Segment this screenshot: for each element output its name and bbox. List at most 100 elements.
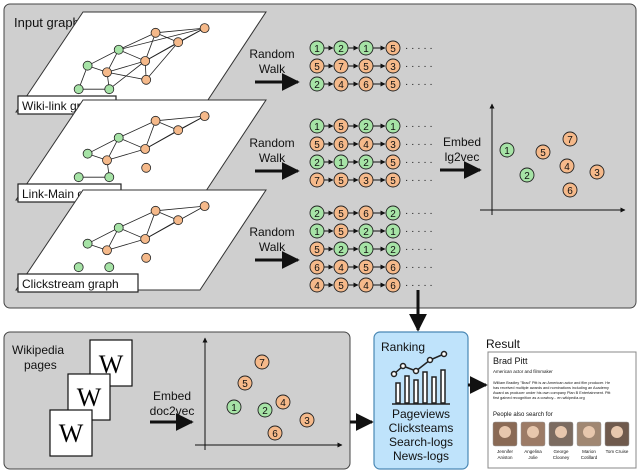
- graph-edge: [177, 115, 205, 131]
- person-name-line1[interactable]: Jennifer: [497, 449, 514, 454]
- walk-ellipsis: · · · · ·: [405, 61, 433, 72]
- embedding-point: [267, 425, 283, 441]
- walk-node: [333, 40, 349, 56]
- graph-edge: [118, 210, 156, 229]
- embedding-point-label: 1: [231, 403, 237, 414]
- embedding-point-label: 2: [524, 171, 530, 182]
- graph-edge: [87, 137, 119, 155]
- graph-node: [140, 234, 151, 244]
- walk-node-label: 2: [338, 245, 344, 256]
- person-name-line2[interactable]: Clooney: [553, 455, 570, 460]
- walk-node-label: 5: [390, 80, 396, 91]
- embed-lg2vec-label: Embed lg2vec: [440, 135, 482, 179]
- wikipedia-pages-title-line2: pages: [24, 358, 57, 372]
- graph-node: [140, 144, 151, 154]
- walk-node: [358, 154, 374, 170]
- graph-edge: [145, 41, 179, 81]
- walk-node: [385, 40, 401, 56]
- walk-node: [309, 172, 325, 188]
- walk-node-label: 5: [363, 263, 369, 274]
- graph-layer-clickstream: Clickstream graph: [15, 189, 267, 293]
- people-also-search-title: People also search for: [493, 412, 553, 418]
- graph-node: [199, 201, 210, 212]
- walk-node-label: 3: [390, 62, 396, 73]
- person-name-line2[interactable]: Jolie: [528, 455, 538, 460]
- embedding-point: [226, 399, 242, 415]
- graph-node: [82, 148, 93, 159]
- walk-node: [333, 58, 349, 74]
- embedding-point-label: 7: [259, 358, 265, 369]
- walk-node: [333, 241, 349, 257]
- result-card-name: Brad Pitt: [493, 356, 528, 366]
- walk-node-label: 2: [363, 227, 369, 238]
- graph-edge: [106, 148, 146, 161]
- walk-node: [333, 205, 349, 221]
- person-name-line1[interactable]: George: [553, 449, 569, 454]
- graph-node: [199, 23, 210, 34]
- graph-node: [141, 252, 152, 263]
- doc-icon-2: W: [77, 383, 102, 412]
- embedding-point: [519, 167, 535, 183]
- embedding-point-label: 3: [304, 416, 310, 427]
- walk-node: [333, 223, 349, 239]
- graph-edge: [118, 120, 156, 139]
- walk-node-label: 6: [390, 281, 396, 292]
- walk-node: [385, 241, 401, 257]
- person-name-line1[interactable]: Marion: [582, 449, 596, 454]
- doc-icon-3: W: [59, 419, 84, 448]
- embedding-point-label: 6: [272, 429, 278, 440]
- walk-ellipsis: · · · · ·: [405, 208, 433, 219]
- doc2vec-embedding-axes: [195, 337, 343, 450]
- walk-node-label: 6: [363, 209, 369, 220]
- walk-node: [358, 40, 374, 56]
- walk-node: [385, 172, 401, 188]
- walk-node: [358, 118, 374, 134]
- graph-node: [173, 125, 184, 136]
- ranking-signal: Clicksteams: [389, 421, 454, 435]
- graph-node: [102, 155, 112, 166]
- graph-node: [82, 60, 93, 71]
- walk-node-label: 6: [363, 80, 369, 91]
- graph-node: [199, 111, 210, 121]
- walk-node-label: 1: [314, 44, 320, 55]
- svg-text:Random: Random: [249, 47, 294, 61]
- person-name-line2[interactable]: Cotillard: [581, 455, 598, 460]
- ranking-signal: News-logs: [393, 449, 449, 463]
- wikipedia-pages-title-line1: Wikipedia: [12, 343, 64, 357]
- input-graphs-title: Input graphs: [14, 15, 87, 30]
- person-name-line1[interactable]: Angelina: [524, 449, 542, 454]
- walk-node-label: 6: [314, 263, 320, 274]
- walk-node: [385, 205, 401, 221]
- svg-text:doc2vec: doc2vec: [150, 404, 195, 418]
- embedding-point-label: 2: [262, 406, 268, 417]
- walk-node: [309, 154, 325, 170]
- graph-node: [150, 27, 161, 38]
- graph-node: [141, 74, 152, 85]
- person-name-line1[interactable]: Tom Cruise: [606, 449, 629, 454]
- embedding-point: [562, 131, 578, 147]
- walk-node-label: 4: [363, 281, 369, 292]
- walk-node: [358, 76, 374, 92]
- walk-node: [385, 136, 401, 152]
- person-name-line2[interactable]: Aniston: [497, 455, 513, 460]
- walk-node: [309, 223, 325, 239]
- walk-ellipsis: · · · · ·: [405, 280, 433, 291]
- walk-node-label: 5: [338, 281, 344, 292]
- walk-node-label: 2: [390, 209, 396, 220]
- graph-edge: [106, 60, 146, 73]
- result-card-text-2: has received multiple awards and nominat…: [493, 386, 609, 390]
- walk-node: [333, 154, 349, 170]
- ranking-chart-icon: [390, 350, 450, 405]
- walk-node-label: 1: [390, 227, 396, 238]
- walk-node: [309, 58, 325, 74]
- result-card-text-3: Award as producer under his own company …: [493, 391, 611, 395]
- walk-node-label: 2: [390, 245, 396, 256]
- svg-text:Embed: Embed: [443, 135, 481, 149]
- ranking-box: [373, 331, 469, 470]
- walk-node-label: 6: [338, 140, 344, 151]
- embedding-point: [237, 375, 253, 391]
- graph-edge: [118, 27, 205, 51]
